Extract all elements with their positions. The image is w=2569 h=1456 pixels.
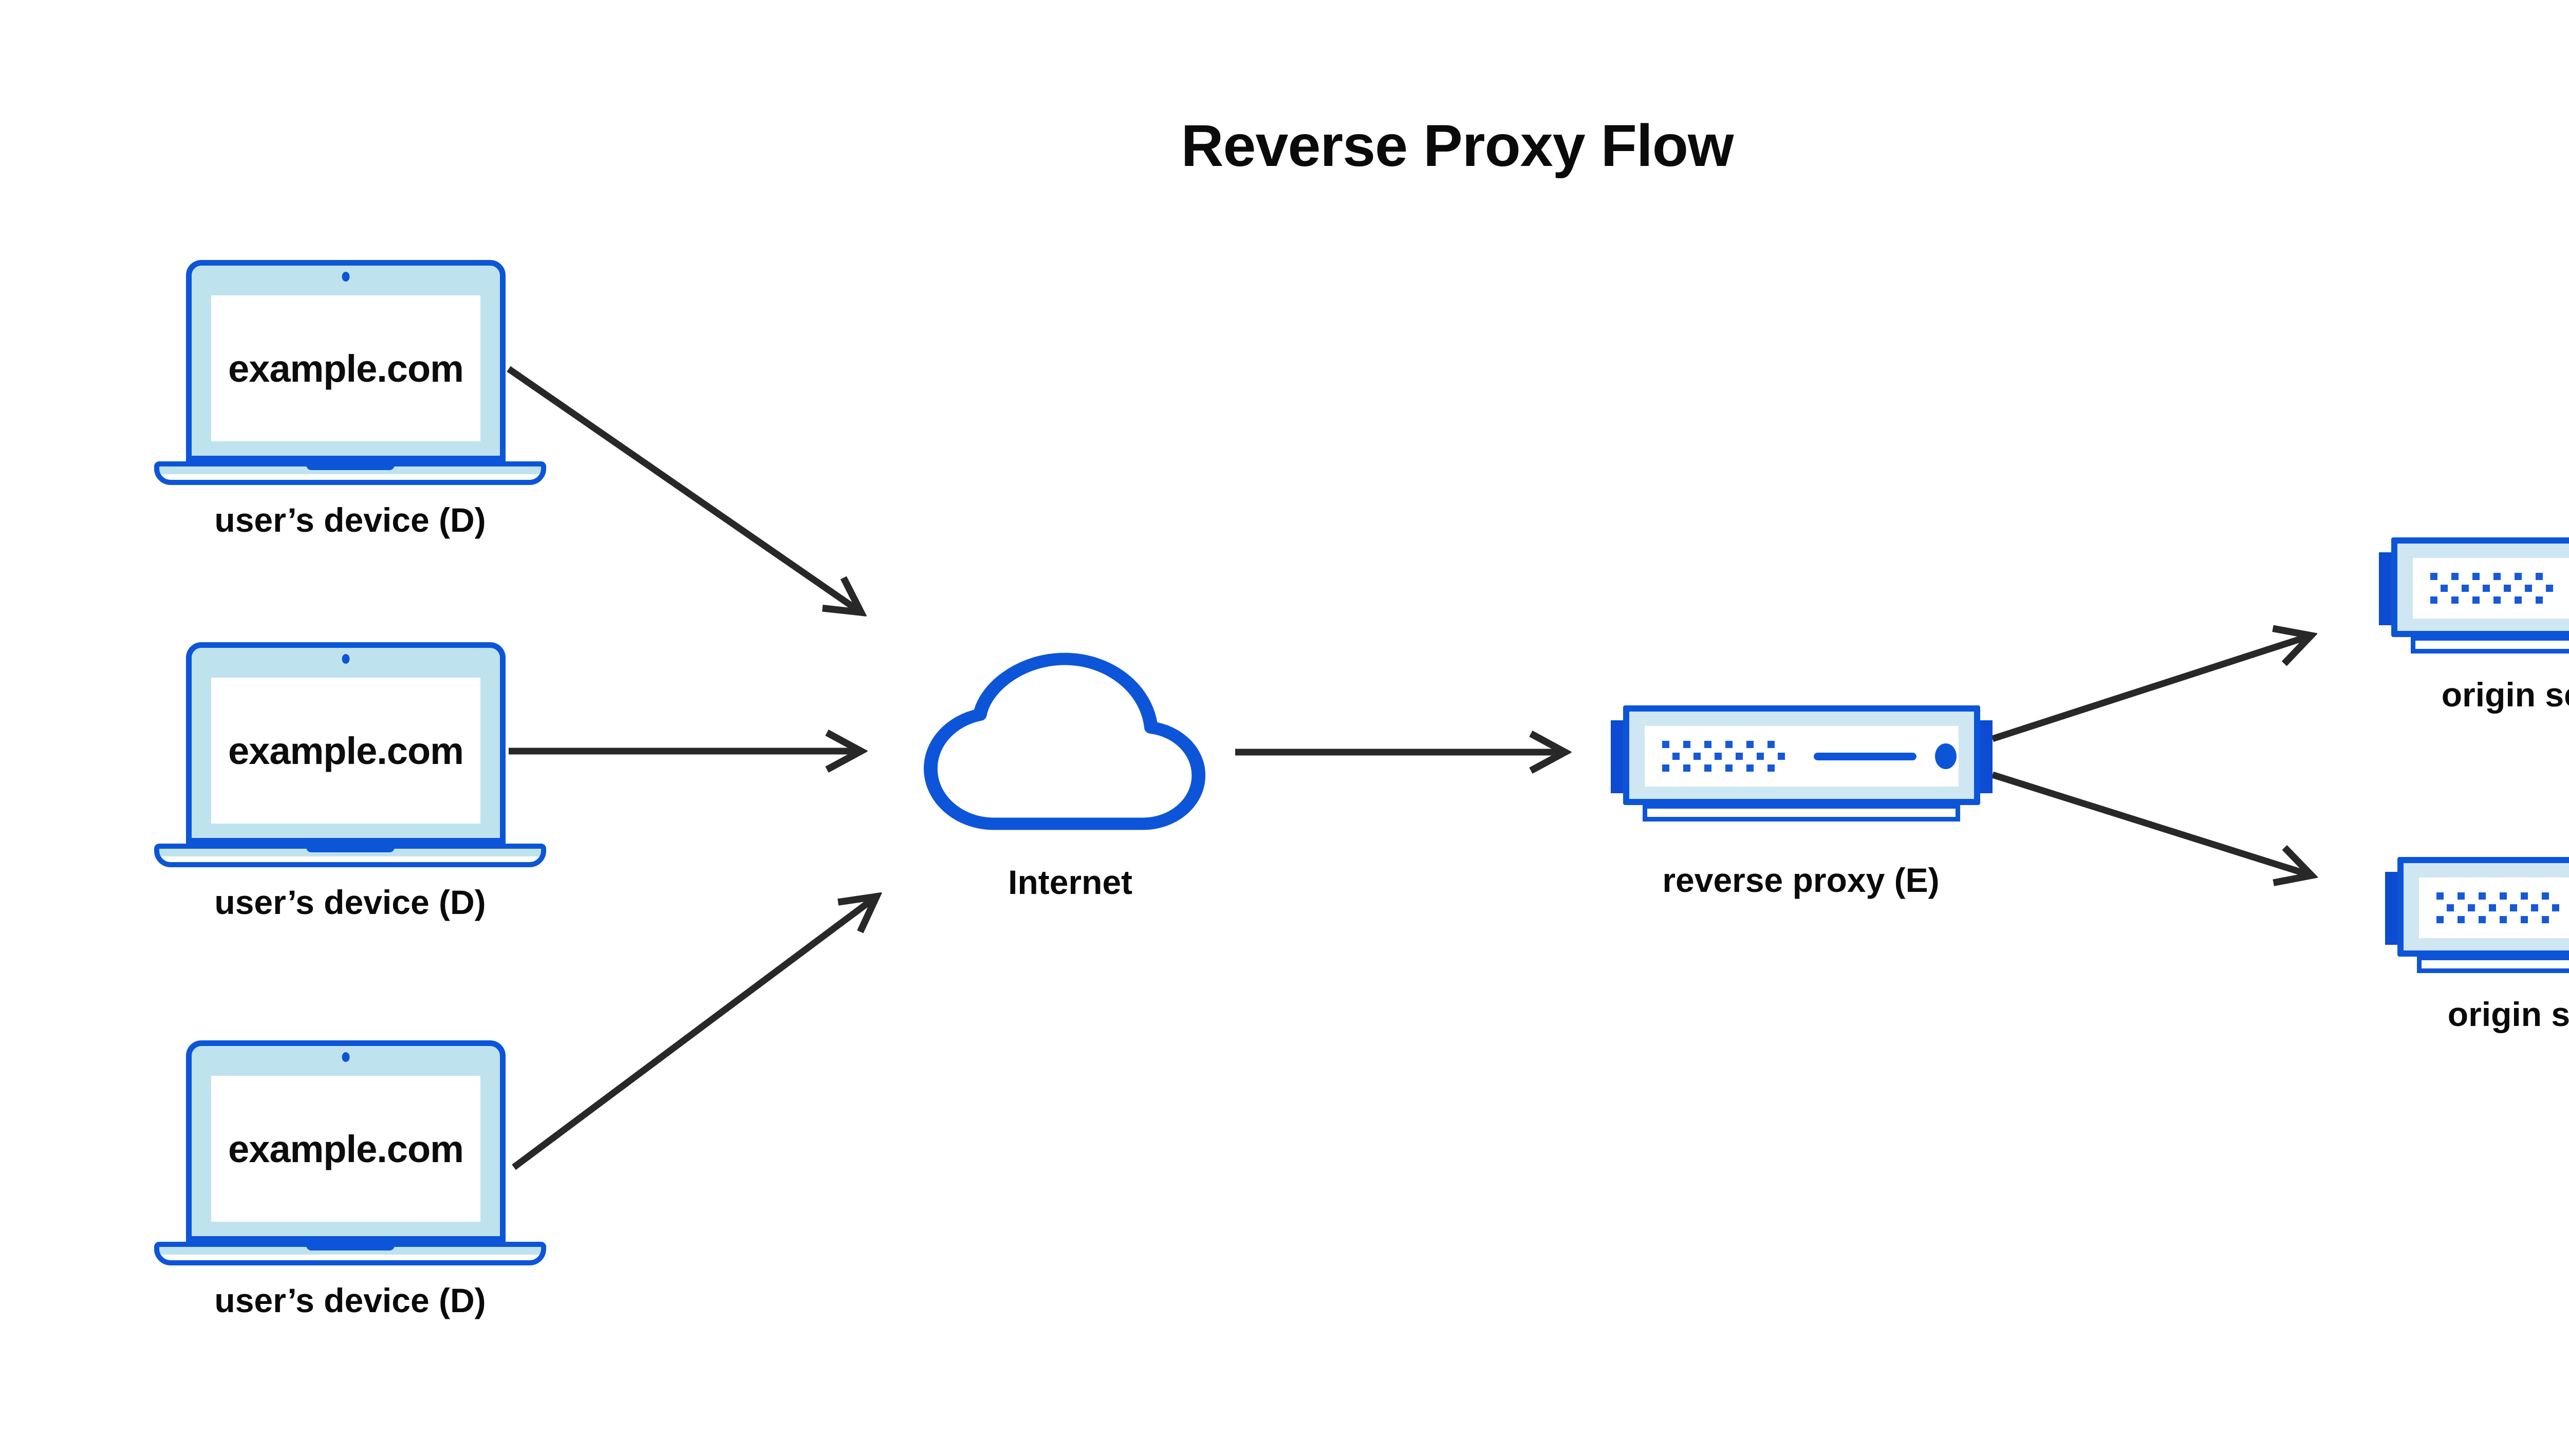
- user-device-3: example.com user’s device (D): [154, 1040, 546, 1328]
- device-label: user’s device (D): [214, 883, 486, 921]
- arrow-proxy-to-origin1: [1991, 636, 2311, 742]
- device-label: user’s device (D): [214, 501, 486, 539]
- origin-server-2-label: origin server (F): [2447, 995, 2569, 1033]
- arrow-device1-to-internet: [507, 366, 861, 612]
- device-label: user’s device (D): [214, 1281, 486, 1319]
- server-chassis: [2397, 857, 2569, 957]
- server-slot-line: [1814, 752, 1916, 760]
- server-chassis: [1623, 705, 1980, 805]
- laptop-camera-dot: [342, 654, 350, 664]
- laptop-hinge-notch: [306, 1242, 395, 1250]
- internet-cloud-icon: [923, 652, 1206, 830]
- internet-label: Internet: [1008, 863, 1133, 901]
- server-vent-dots: [2436, 892, 2559, 923]
- origin-server-1: [2379, 537, 2569, 661]
- server-chassis: [2391, 537, 2569, 637]
- server-front-panel: [1645, 726, 1959, 787]
- laptop-camera-dot: [342, 1052, 350, 1062]
- laptop-screen: example.com: [186, 260, 506, 461]
- device-screen-text: example.com: [228, 1127, 464, 1170]
- arrow-device3-to-internet: [512, 897, 877, 1170]
- server-led: [1935, 743, 1957, 769]
- device-screen-text: example.com: [228, 347, 464, 390]
- server-vent-dots: [1662, 741, 1785, 772]
- user-device-2: example.com user’s device (D): [154, 642, 546, 930]
- arrow-proxy-to-origin2: [1991, 771, 2312, 875]
- laptop-display: example.com: [211, 1076, 480, 1222]
- origin-server-1-label: origin server (F): [2441, 676, 2569, 714]
- laptop-display: example.com: [211, 295, 480, 441]
- laptop-screen: example.com: [186, 642, 506, 844]
- server-base: [2417, 956, 2569, 973]
- laptop-hinge-notch: [306, 844, 395, 852]
- server-base: [1643, 804, 1960, 822]
- user-device-1: example.com user’s device (D): [154, 260, 546, 548]
- server-vent-dots: [2430, 573, 2553, 604]
- origin-server-2: [2385, 857, 2569, 980]
- laptop-camera-dot: [342, 272, 350, 282]
- diagram-title: Reverse Proxy Flow: [1181, 113, 1734, 179]
- reverse-proxy-label: reverse proxy (E): [1662, 861, 1940, 899]
- laptop-screen: example.com: [186, 1040, 506, 1242]
- laptop-hinge-notch: [306, 461, 395, 470]
- reverse-proxy-server: [1611, 705, 1993, 829]
- server-base: [2411, 636, 2569, 654]
- server-front-panel: [2419, 878, 2569, 938]
- laptop-display: example.com: [211, 678, 480, 824]
- server-front-panel: [2413, 558, 2569, 619]
- device-screen-text: example.com: [228, 729, 464, 772]
